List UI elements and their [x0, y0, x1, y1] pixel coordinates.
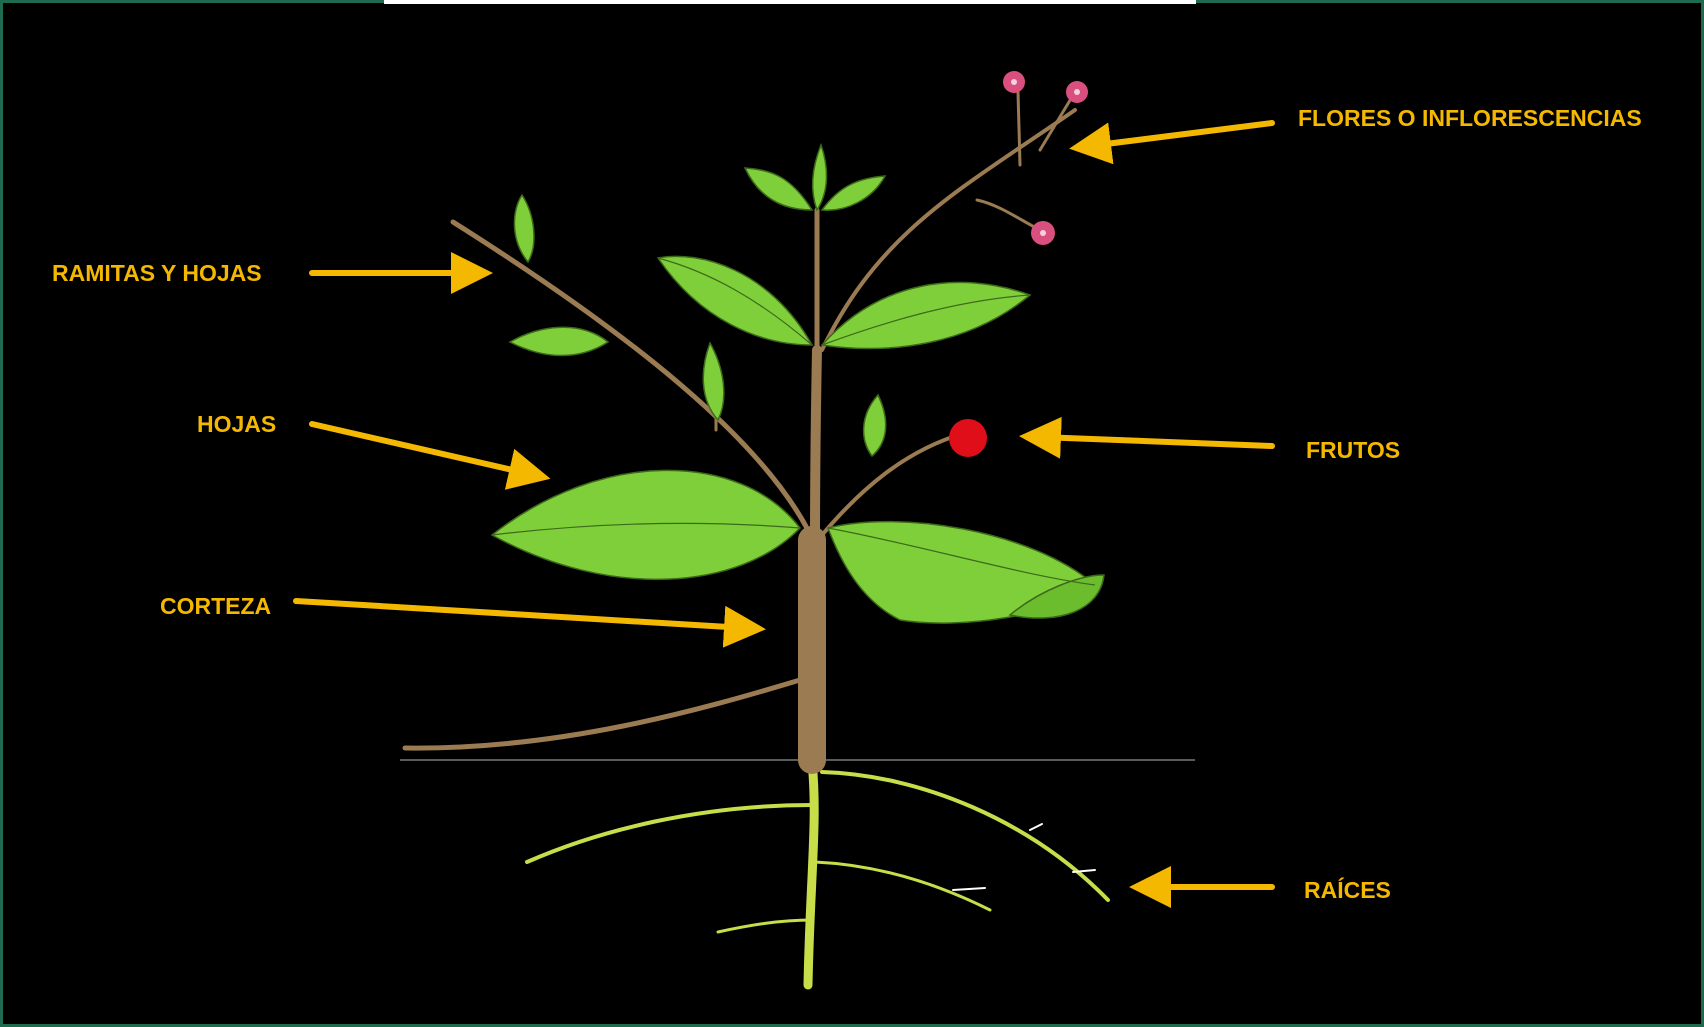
arrow-leaves: [312, 424, 530, 474]
roots: [527, 762, 1108, 985]
arrows: [296, 123, 1272, 887]
arrow-bark: [296, 601, 745, 628]
flowers: [1003, 71, 1088, 245]
fruit: [949, 419, 987, 457]
arrow-flowers: [1090, 123, 1272, 146]
root-right-1: [822, 772, 1108, 900]
label-twigs-leaves: RAMITAS Y HOJAS: [52, 260, 262, 286]
leaf-top-right: [822, 176, 885, 210]
leaf-mid-left: [658, 256, 812, 345]
root-right-2: [815, 862, 990, 910]
rootlet-3: [953, 888, 985, 890]
leaf-twig-lower: [510, 327, 608, 355]
lower-branch: [405, 680, 800, 748]
main-root: [808, 762, 814, 985]
root-left-2: [718, 920, 812, 932]
leaf-top-left: [745, 168, 812, 210]
label-fruits: FRUTOS: [1306, 437, 1400, 463]
rootlet-1: [1030, 824, 1042, 830]
leaf-top-center: [813, 145, 827, 210]
flower-stalk-1: [1018, 92, 1020, 165]
root-left-1: [527, 805, 812, 862]
label-roots: RAÍCES: [1304, 877, 1391, 903]
leaf-fruit-branch: [864, 395, 886, 456]
label-bark: CORTEZA: [160, 593, 271, 619]
trunk-upper: [815, 350, 817, 545]
label-leaves: HOJAS: [197, 411, 276, 437]
label-flowers: FLORES O INFLORESCENCIAS: [1298, 105, 1642, 131]
fruit-branch: [822, 433, 965, 535]
flower-stalk-3: [977, 200, 1040, 230]
flower-stalk-2: [1040, 92, 1075, 150]
arrow-fruits: [1040, 437, 1272, 446]
leaf-mid-right: [822, 282, 1030, 348]
leaf-twig-top: [514, 195, 534, 262]
